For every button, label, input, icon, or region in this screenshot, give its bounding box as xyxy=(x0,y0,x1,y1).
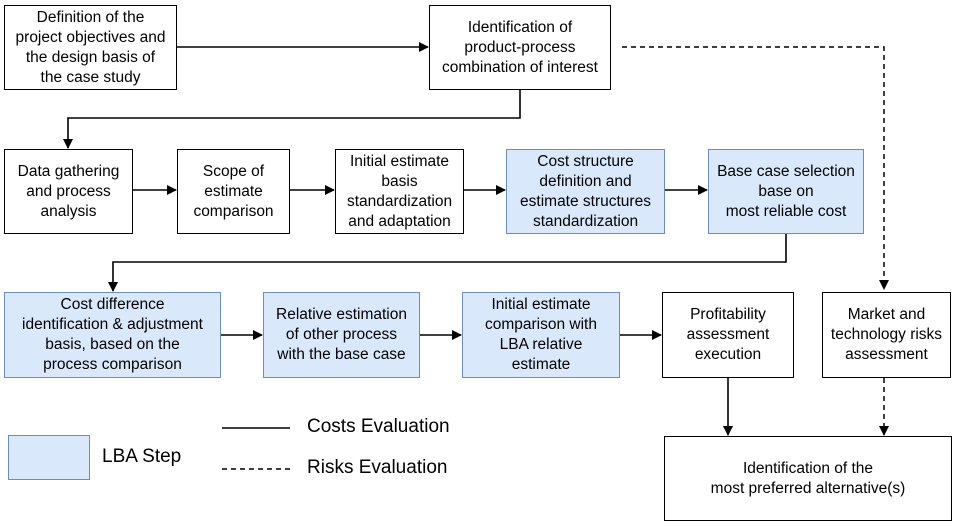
arrow-b2-b3 xyxy=(63,90,521,149)
step-market-technology-risks-label: Market and technology risks assessment xyxy=(830,306,943,363)
step-market-technology-risks: Market and technology risks assessment xyxy=(822,292,951,378)
step-initial-estimate-comparison-label: Initial estimate comparison with LBA rel… xyxy=(485,296,597,373)
step-base-case-selection: Base case selection base on most reliabl… xyxy=(708,149,864,234)
step-scope-of-estimate-label: Scope of estimate comparison xyxy=(193,162,274,220)
step-preferred-alternative-label: Identification of the most preferred alt… xyxy=(710,459,906,497)
legend-risks-label: Risks Evaluation xyxy=(307,457,448,478)
legend-costs-label: Costs Evaluation xyxy=(307,416,450,437)
step-product-process-identification-label: Identification of product-process combin… xyxy=(442,18,598,76)
step-initial-estimate-comparison: Initial estimate comparison with LBA rel… xyxy=(462,292,620,378)
step-cost-difference-identification: Cost difference identification & adjustm… xyxy=(4,292,221,378)
step-data-gathering: Data gathering and process analysis xyxy=(4,149,133,234)
legend-lba-step-label: LBA Step xyxy=(102,446,182,467)
step-cost-structure-definition-label: Cost structure definition and estimate s… xyxy=(520,152,651,230)
step-project-objectives: Definition of the project objectives and… xyxy=(4,5,177,90)
step-project-objectives-label: Definition of the project objectives and… xyxy=(15,8,166,86)
legend-lba-swatch xyxy=(8,435,90,480)
arrow-b7-b8 xyxy=(108,234,787,292)
step-initial-estimate-basis-label: Initial estimate basis standardization a… xyxy=(346,152,453,230)
arrow-b2-b12-dashed xyxy=(622,46,889,290)
step-relative-estimation: Relative estimation of other process wit… xyxy=(263,292,420,378)
step-profitability-assessment-label: Profitability assessment execution xyxy=(686,306,770,363)
step-cost-difference-identification-label: Cost difference identification & adjustm… xyxy=(22,296,203,373)
step-cost-structure-definition: Cost structure definition and estimate s… xyxy=(506,149,665,234)
step-data-gathering-label: Data gathering and process analysis xyxy=(17,162,120,220)
step-base-case-selection-label: Base case selection base on most reliabl… xyxy=(717,162,855,220)
step-initial-estimate-basis: Initial estimate basis standardization a… xyxy=(335,149,464,234)
step-scope-of-estimate: Scope of estimate comparison xyxy=(177,149,290,234)
step-preferred-alternative: Identification of the most preferred alt… xyxy=(664,436,952,521)
step-relative-estimation-label: Relative estimation of other process wit… xyxy=(276,306,407,363)
step-profitability-assessment: Profitability assessment execution xyxy=(662,292,794,378)
step-product-process-identification: Identification of product-process combin… xyxy=(429,5,611,90)
